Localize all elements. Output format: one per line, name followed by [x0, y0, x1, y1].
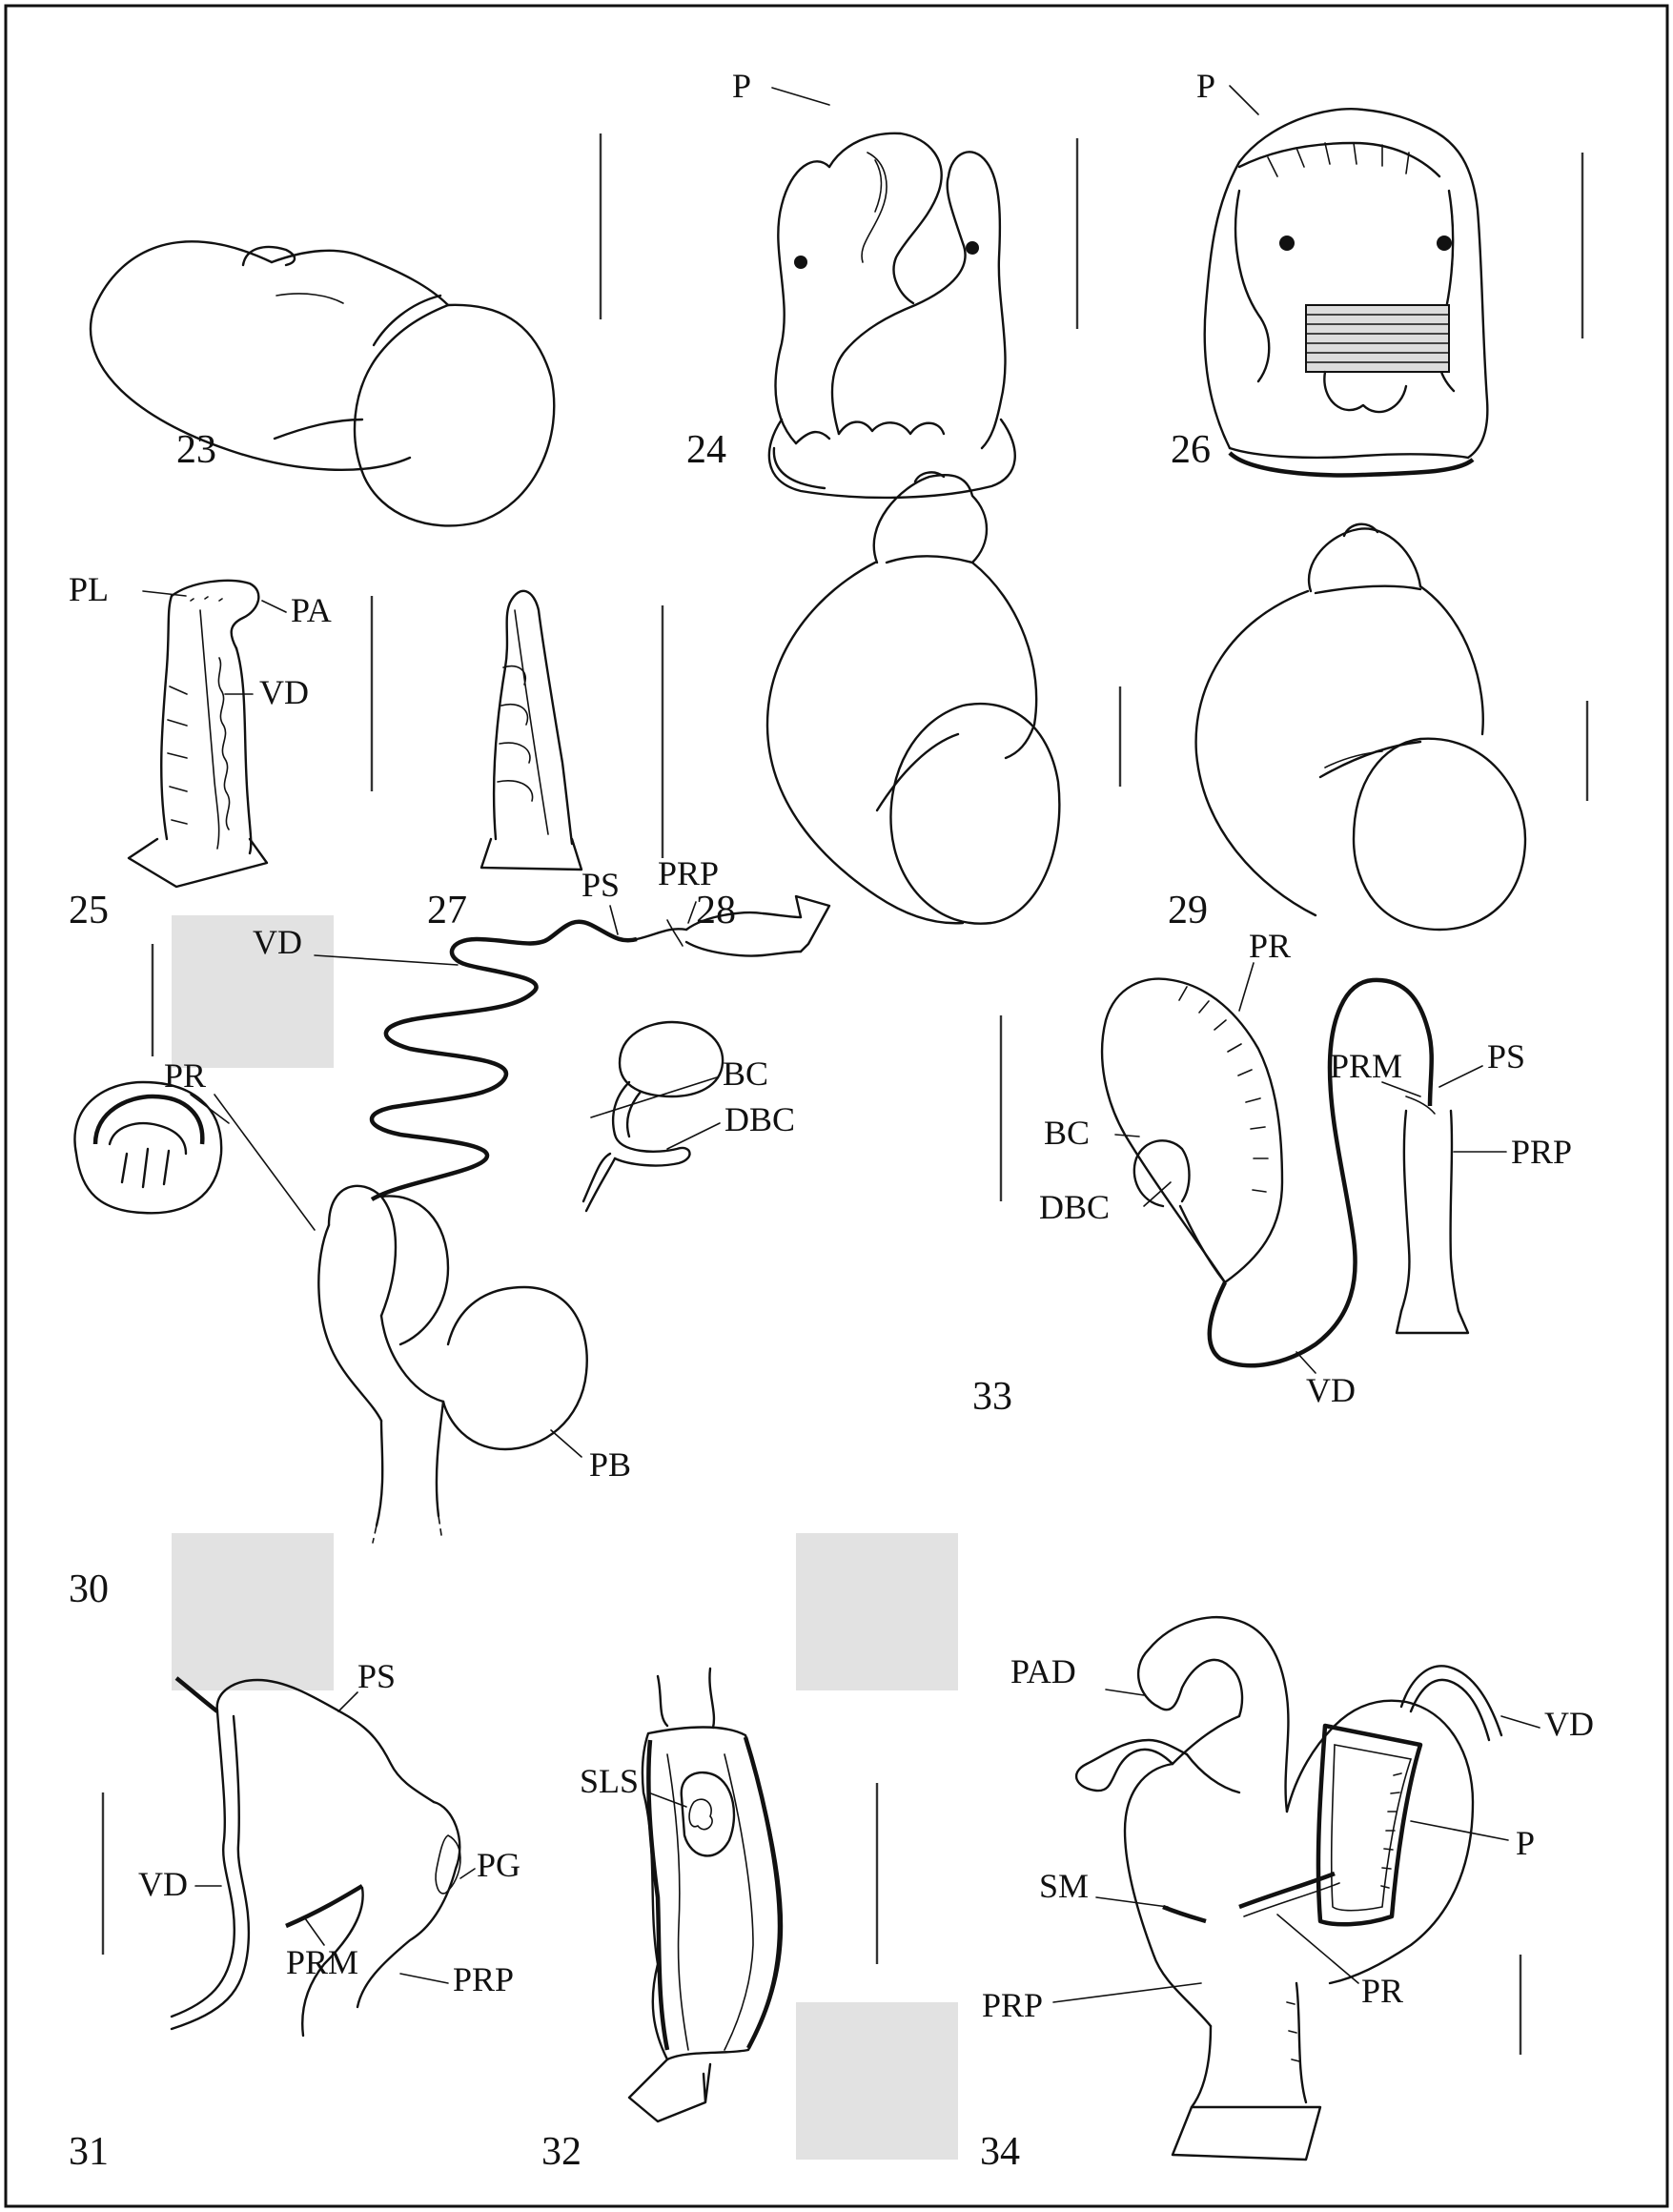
fig33-label-PRM: PRM [1330, 1047, 1402, 1085]
fig34-label-PRP: PRP [982, 1986, 1043, 2024]
label-leader [591, 1077, 717, 1117]
fig34-label-P: P [1516, 1824, 1535, 1862]
fig31-label-PG: PG [477, 1846, 520, 1884]
fig34-anatomy-drawing [1076, 1617, 1501, 2160]
fig33-label-PRP: PRP [1511, 1133, 1572, 1171]
fig34-number: 34 [980, 2130, 1020, 2174]
fig25-label-VD: VD [259, 673, 309, 711]
fig32-label-SLS: SLS [580, 1762, 639, 1800]
fig34-label-PAD: PAD [1010, 1652, 1076, 1690]
fig28-shell-drawing [767, 472, 1059, 923]
fig28-number: 28 [696, 889, 736, 932]
fig30-label-PB: PB [589, 1445, 631, 1484]
fig31-label-PRP: PRP [453, 1960, 514, 1998]
fig34-label-PR: PR [1361, 1972, 1403, 2010]
fig33-label-PR: PR [1249, 927, 1291, 965]
fig33-label-BC: BC [1044, 1114, 1090, 1152]
label-leader [1239, 963, 1254, 1011]
label-leader [610, 906, 618, 934]
fig33-label-DBC: DBC [1039, 1188, 1110, 1226]
fig25-penis-drawing [129, 581, 267, 887]
label-leader [460, 1869, 475, 1878]
label-leader [772, 88, 829, 105]
fig26-penis-drawing [1205, 109, 1488, 475]
fig27-number: 27 [427, 889, 467, 932]
fig33-number: 33 [972, 1375, 1012, 1419]
label-leader [262, 601, 286, 612]
fig33-label-PS: PS [1487, 1037, 1525, 1075]
fig29-number: 29 [1168, 889, 1208, 932]
fig30-label-BC: BC [723, 1055, 768, 1093]
fig27-penis-drawing [481, 591, 581, 870]
fig23-number: 23 [176, 428, 216, 472]
label-leader [338, 1692, 357, 1711]
fig31-label-PRM: PRM [286, 1943, 358, 1981]
label-leader [1096, 1897, 1168, 1907]
fig34-label-SM: SM [1039, 1867, 1089, 1905]
fig31-number: 31 [69, 2130, 109, 2174]
fig31-label-PS: PS [357, 1657, 396, 1695]
fig25-label-PA: PA [291, 591, 332, 629]
label-leader [1439, 1066, 1482, 1087]
label-leader [315, 955, 458, 965]
fig30-number: 30 [69, 1567, 109, 1611]
label-leader [1230, 86, 1258, 114]
fig32-number: 32 [541, 2130, 581, 2174]
pore-dot [1437, 236, 1452, 251]
pore-dot [1279, 236, 1295, 251]
pore-dot [794, 256, 807, 269]
fig29-shell-drawing [1196, 524, 1525, 930]
label-leader [305, 1918, 324, 1945]
fig24-label-P: P [732, 67, 751, 105]
fig23-shell-drawing [91, 241, 554, 525]
fig33-anatomy-drawing [1102, 979, 1468, 1366]
gray-block [172, 1533, 334, 1690]
pore-dot [966, 241, 979, 255]
fig30-label-PRP: PRP [658, 854, 719, 892]
gray-block [796, 1533, 958, 1690]
fig25-number: 25 [69, 889, 109, 932]
label-leader [1115, 1135, 1139, 1137]
label-leader [400, 1974, 448, 1983]
fig24-number: 24 [686, 428, 726, 472]
label-leader [1296, 1352, 1316, 1373]
fig24-penis-drawing [769, 133, 1015, 498]
label-leader [1411, 1821, 1508, 1840]
fig34-label-VD: VD [1544, 1705, 1594, 1743]
label-leader [667, 1123, 720, 1149]
label-leader [1501, 1716, 1540, 1728]
fig26-label-P: P [1196, 67, 1215, 105]
gray-block [796, 2002, 958, 2160]
fig30-label-DBC: DBC [724, 1100, 795, 1138]
label-leader [551, 1430, 581, 1457]
label-leader [214, 1095, 315, 1230]
fig26-number: 26 [1171, 428, 1211, 472]
fig30-label-VD: VD [253, 923, 302, 961]
fig30-label-PR: PR [164, 1056, 206, 1095]
fig31-anatomy-drawing [172, 1678, 460, 2036]
fig31-label-VD: VD [138, 1865, 188, 1903]
label-leader [688, 902, 696, 923]
fig25-label-PL: PL [69, 570, 109, 608]
label-leader [1106, 1690, 1144, 1695]
fig32-anatomy-drawing [629, 1669, 782, 2121]
fig33-label-VD: VD [1306, 1371, 1356, 1409]
fig30-label-PS: PS [581, 866, 620, 904]
